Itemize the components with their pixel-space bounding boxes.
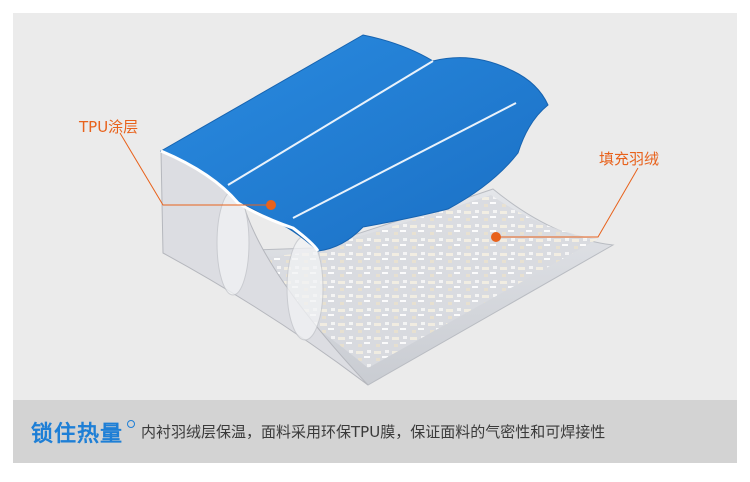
tpu-callout-dot [266, 200, 276, 210]
tpu-callout-line [119, 132, 271, 206]
feature-banner: 锁住热量 内衬羽绒层保温，面料采用环保TPU膜，保证面料的气密性和可焊接性 [13, 400, 737, 463]
down-fill-area [213, 195, 598, 368]
illustration-panel: TPU涂层 填充羽绒 锁住热量 内衬羽绒层保温，面料采用环保TPU膜，保证面料的… [13, 13, 737, 463]
circle-icon [127, 419, 136, 428]
tpu-coating-label: TPU涂层 [79, 118, 139, 136]
banner-title: 锁住热量 [31, 421, 124, 447]
tube-end-2 [286, 235, 324, 341]
down-callout-line [496, 167, 639, 238]
down-callout-dot [491, 232, 501, 242]
jacket-layer-diagram [119, 34, 639, 386]
banner-description: 内衬羽绒层保温，面料采用环保TPU膜，保证面料的气密性和可焊接性 [141, 423, 606, 441]
tpu-top-layer [159, 34, 549, 252]
down-fill-label: 填充羽绒 [599, 150, 660, 168]
